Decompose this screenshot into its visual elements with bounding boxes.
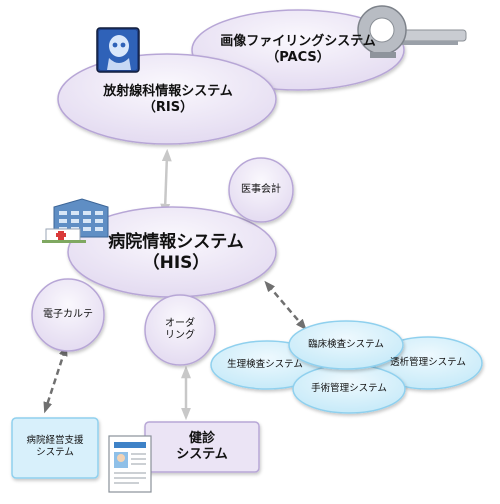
document-icon [108, 435, 152, 493]
hospital-building-icon [42, 198, 109, 243]
xray-head-icon [96, 27, 140, 73]
arrow-his-clinical [264, 280, 307, 331]
shujutsu-node [292, 364, 406, 414]
arrow-ris-his [160, 148, 172, 217]
ct-scanner-icon [357, 5, 467, 58]
karte-node [31, 278, 105, 352]
order-node [144, 294, 216, 366]
rinsho-node [288, 320, 404, 370]
ris-node [57, 53, 277, 145]
keiei-node [11, 417, 99, 479]
kenshin-node [144, 421, 260, 473]
arrow-karte-keiei [43, 344, 68, 414]
iji-node [228, 157, 294, 223]
